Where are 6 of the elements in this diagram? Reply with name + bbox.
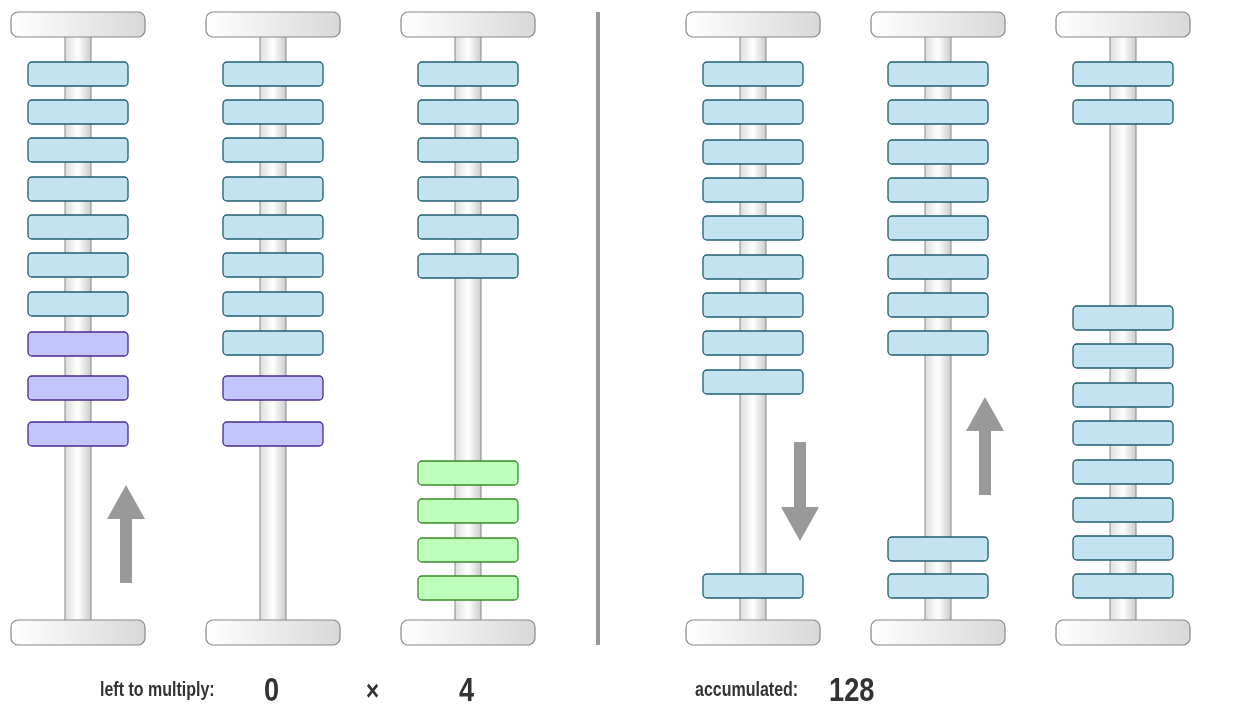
number: 128 [829, 669, 875, 709]
number: 4 [459, 669, 475, 709]
label-text: accumulated: [695, 678, 799, 701]
multiply-sign: × [366, 675, 380, 708]
number: 0 [264, 669, 280, 709]
label-text: left to multiply: [100, 678, 215, 701]
